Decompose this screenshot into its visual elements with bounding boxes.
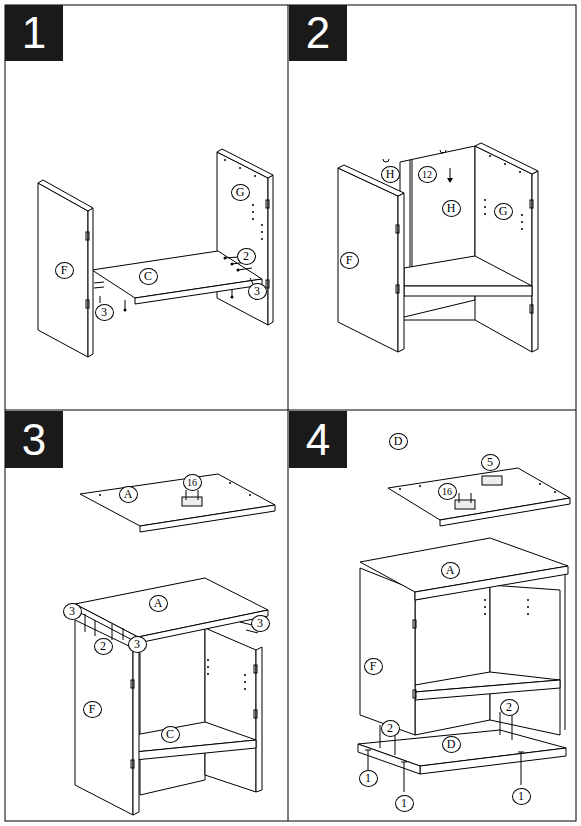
step-number-box: 1 xyxy=(5,5,63,61)
part-letter: A xyxy=(119,486,138,503)
part-letter: G xyxy=(494,203,513,220)
step-number: 3 xyxy=(22,418,46,462)
part-letter: A xyxy=(149,595,168,612)
callout-number: 5 xyxy=(481,454,500,471)
part-letter: D xyxy=(389,433,408,450)
step-number-box: 4 xyxy=(289,411,347,468)
callout-number: 3 xyxy=(248,283,267,300)
part-letter: G xyxy=(231,184,250,201)
part-letter: F xyxy=(340,252,359,269)
part-letter: D xyxy=(442,736,461,753)
callout-number: 2 xyxy=(381,720,400,737)
callout-number: 1 xyxy=(512,788,531,805)
part-letter: C xyxy=(161,726,180,743)
part-letter: H xyxy=(381,166,400,183)
part-letter: F xyxy=(83,701,102,718)
step2-drawing xyxy=(338,143,538,352)
callout-number: 3 xyxy=(63,603,82,620)
part-letter: F xyxy=(364,658,383,675)
part-letter: C xyxy=(139,268,158,285)
callout-number: 1 xyxy=(395,795,414,812)
part-letter: F xyxy=(55,262,74,279)
step3-drawing xyxy=(75,474,275,815)
callout-number: 2 xyxy=(500,699,519,716)
callout-number: 12 xyxy=(418,166,437,183)
step4-drawing xyxy=(358,468,570,792)
step-number: 2 xyxy=(306,11,330,55)
step-number-box: 2 xyxy=(289,5,347,61)
callout-number: 1 xyxy=(359,770,378,787)
step-number: 4 xyxy=(306,418,330,462)
frame xyxy=(5,5,576,821)
step1-drawing xyxy=(38,149,273,357)
part-letter: A xyxy=(441,562,460,579)
callout-number: 16 xyxy=(183,474,202,491)
callout-number: 3 xyxy=(95,304,114,321)
callout-number: 3 xyxy=(128,636,147,653)
step-number: 1 xyxy=(22,11,46,55)
callout-number: 3 xyxy=(251,615,270,632)
callout-number: 16 xyxy=(438,483,457,500)
part-letter: H xyxy=(442,200,461,217)
callout-number: 2 xyxy=(237,248,256,265)
callout-number: 2 xyxy=(94,638,113,655)
step-number-box: 3 xyxy=(5,411,63,468)
